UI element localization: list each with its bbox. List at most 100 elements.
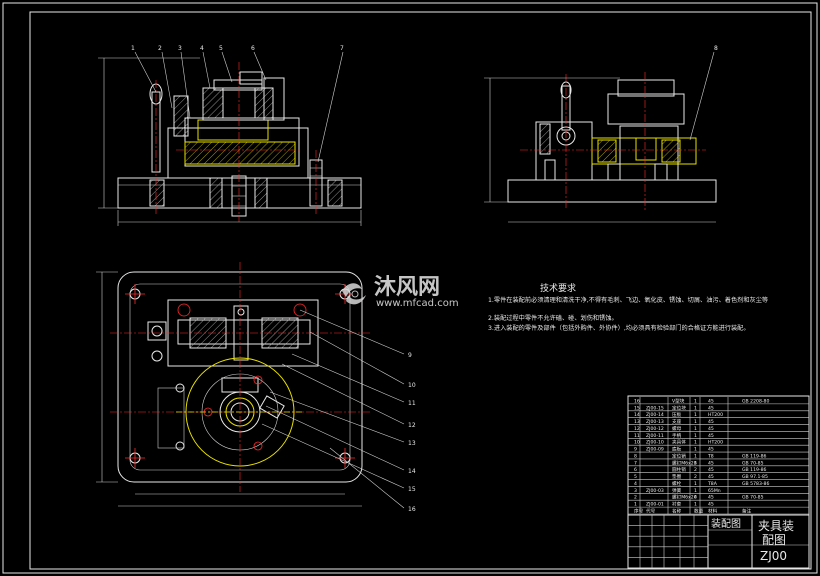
bom-cell: 数量 bbox=[694, 508, 704, 515]
balloon-2: 2 bbox=[158, 45, 162, 52]
bom-cell: 45 bbox=[708, 447, 714, 453]
bom-cell: 螺钉M6x20 bbox=[672, 494, 697, 501]
bom-cell: 15 bbox=[634, 405, 640, 411]
front-view-balloons: 1 2 3 4 5 6 7 bbox=[131, 45, 344, 52]
bom-cell: 6 bbox=[634, 467, 637, 473]
bom-cell: 螺钉M6x25 bbox=[672, 459, 697, 466]
bom-cell: 备注 bbox=[742, 508, 752, 515]
bom-cell: 14 bbox=[634, 412, 640, 418]
bom-cell: ZJ00-03 bbox=[646, 488, 664, 494]
bom-cell: 45 bbox=[708, 467, 714, 473]
tech-requirement-2: 2.装配过程中零件不允许磕、碰、划伤和锈蚀。 bbox=[488, 315, 618, 322]
bom-cell: 9 bbox=[634, 447, 637, 453]
bom-cell: 1 bbox=[694, 453, 697, 459]
watermark-url: www.mfcad.com bbox=[376, 298, 459, 309]
bom-cell: GB 2208-80 bbox=[742, 398, 769, 404]
plan-view-balloons: 9 10 11 12 13 14 15 16 bbox=[408, 352, 416, 513]
bom-cell: ZJ00-10 bbox=[646, 440, 664, 446]
bom-cell: ZJ00-13 bbox=[646, 419, 664, 425]
bom-cell: ZJ00-09 bbox=[646, 447, 664, 453]
balloon-11: 11 bbox=[408, 400, 416, 407]
balloon-9: 9 bbox=[408, 352, 412, 359]
bom-cell: 压板 bbox=[672, 411, 682, 418]
bom-cell: 45 bbox=[708, 419, 714, 425]
drawing-title-line1: 夹具装 bbox=[758, 519, 794, 533]
bom-cell: GB 119-86 bbox=[742, 453, 767, 459]
bom-cell: 1 bbox=[694, 412, 697, 418]
balloon-4: 4 bbox=[200, 45, 204, 52]
bom-cell: HT200 bbox=[708, 412, 723, 418]
bom-cell: 16 bbox=[634, 398, 640, 404]
drawing-code: ZJ00 bbox=[760, 549, 787, 563]
bom-cell: 2 bbox=[694, 467, 697, 473]
bom-cell: HT200 bbox=[708, 440, 723, 446]
bom-cell: 3 bbox=[634, 488, 637, 494]
balloon-15: 15 bbox=[408, 486, 416, 493]
bom-cell: 1 bbox=[694, 419, 697, 425]
bom-cell: T8A bbox=[707, 481, 718, 487]
bom-cell: 支座 bbox=[672, 418, 682, 425]
bom-cell: 4 bbox=[634, 481, 637, 487]
tech-requirement-3: 3.进入装配的零件及部件（包括外购件、外协件）,均必须具有检验部门的合格证方能进… bbox=[488, 325, 750, 332]
watermark: 沐风网 www.mfcad.com bbox=[342, 275, 459, 309]
bom-cell: 定位销 bbox=[672, 452, 686, 459]
balloon-3: 3 bbox=[178, 45, 182, 52]
plan-view bbox=[96, 262, 405, 509]
bom-cell: 45 bbox=[708, 426, 714, 432]
balloon-7: 7 bbox=[340, 45, 344, 52]
bom-cell: 1 bbox=[694, 433, 697, 439]
bom-cell: 1 bbox=[694, 502, 697, 508]
bom-cell: 2 bbox=[694, 474, 697, 480]
bom-cell: 衬套 bbox=[672, 501, 682, 508]
bom-cell: 1 bbox=[694, 481, 697, 487]
bom-cell: GB 119-86 bbox=[742, 467, 767, 473]
bom-cell: 螺母 bbox=[672, 425, 682, 432]
bom-cell: 45 bbox=[708, 460, 714, 466]
bom-cell: 材料 bbox=[708, 508, 718, 515]
bom-cell: 代号 bbox=[646, 508, 656, 515]
sheet-inner-border bbox=[29, 11, 812, 570]
bom-cell: 8 bbox=[634, 453, 637, 459]
bom-cell: 45 bbox=[708, 474, 714, 480]
watermark-brand: 沐风网 bbox=[374, 275, 440, 300]
balloon-1: 1 bbox=[131, 45, 135, 52]
bom-cell: 1 bbox=[694, 440, 697, 446]
bom-cell: GB 70-85 bbox=[742, 495, 764, 501]
drawing-name: 装配图 bbox=[711, 517, 741, 530]
balloon-16: 16 bbox=[408, 506, 416, 513]
bom-cell: 13 bbox=[634, 419, 640, 425]
tech-requirement-1: 1.零件在装配前必须清理和清洗干净,不得有毛刺、飞边、氧化皮、锈蚀、切屑、油污、… bbox=[488, 297, 769, 304]
bom-cell: 序号 bbox=[634, 508, 644, 515]
bom-cell: ZJ00-14 bbox=[646, 412, 664, 418]
tech-requirements-title: 技术要求 bbox=[540, 284, 577, 294]
balloon-14: 14 bbox=[408, 468, 416, 475]
bom-cell: 1 bbox=[694, 447, 697, 453]
bom-cell: GB 5783-86 bbox=[742, 481, 769, 487]
bom-cell: 名称 bbox=[672, 508, 682, 515]
balloon-8: 8 bbox=[714, 45, 718, 52]
front-view bbox=[98, 51, 362, 226]
bom-cell: 11 bbox=[634, 433, 640, 439]
balloon-13: 13 bbox=[408, 440, 416, 447]
bom-cell: ZJ00-11 bbox=[646, 433, 664, 439]
bom-cell: 1 bbox=[694, 426, 697, 432]
bom-cell: 4 bbox=[694, 495, 697, 501]
bom-cell: 1 bbox=[694, 405, 697, 411]
bom-cell: 45 bbox=[708, 398, 714, 404]
bom-cell: 65Mn bbox=[708, 488, 721, 494]
bom-cell: 45 bbox=[708, 433, 714, 439]
bom-cell: 定位块 bbox=[672, 404, 686, 411]
side-view bbox=[484, 51, 717, 223]
watermark-logo-icon bbox=[342, 283, 366, 305]
bom-cell: GB 70-85 bbox=[742, 460, 764, 466]
bom-cell: ZJ00-12 bbox=[646, 426, 664, 432]
bom-cell: 7 bbox=[634, 460, 637, 466]
bom-cell: T8 bbox=[707, 453, 714, 459]
bom-cell: 弹簧 bbox=[672, 487, 682, 494]
balloon-10: 10 bbox=[408, 382, 416, 389]
bom-cell: 螺栓 bbox=[672, 480, 682, 487]
balloon-6: 6 bbox=[251, 45, 255, 52]
